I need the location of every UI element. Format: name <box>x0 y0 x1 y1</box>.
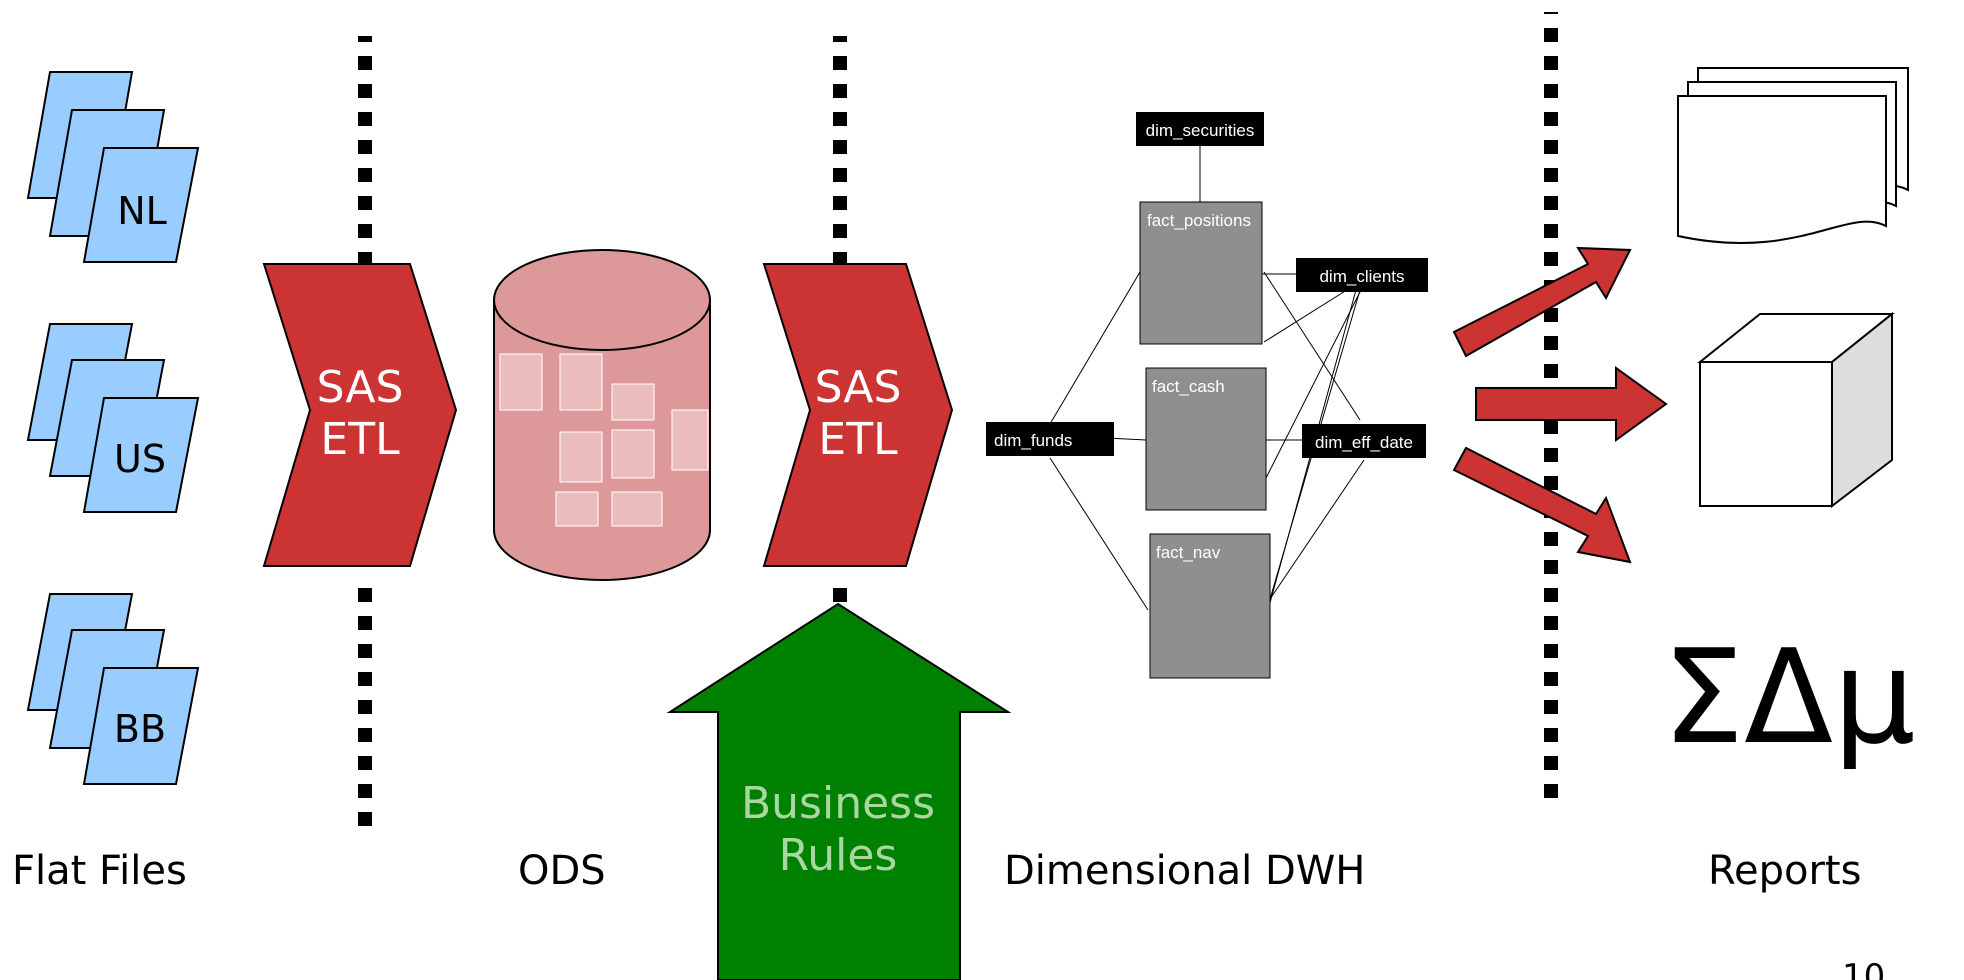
fact-cash: fact_cash <box>1145 367 1267 511</box>
flat-file-stack-nl: NL <box>26 71 200 263</box>
svg-text:dim_securities: dim_securities <box>1146 121 1255 140</box>
etl-chevron-2: SAS ETL <box>762 263 954 567</box>
separator-2 <box>833 36 847 604</box>
dim-securities: dim_securities <box>1136 112 1264 146</box>
etl-1-line1: SAS <box>317 362 404 413</box>
svg-text:dim_funds: dim_funds <box>994 431 1072 450</box>
etl-2-line1: SAS <box>815 362 902 413</box>
report-arrow-up <box>1452 246 1632 358</box>
label-dwh: Dimensional DWH <box>1004 848 1365 894</box>
separator-1 <box>358 36 372 830</box>
olap-cube-icon <box>1697 311 1895 509</box>
business-rules-arrow: Business Rules <box>666 602 1012 980</box>
ods-schema-thumbnail <box>499 353 709 527</box>
label-reports: Reports <box>1708 848 1861 894</box>
flat-file-label-nl: NL <box>117 189 167 233</box>
report-documents-icon <box>1677 67 1909 245</box>
report-arrow-right <box>1475 366 1668 442</box>
flat-file-stack-us: US <box>26 323 200 513</box>
dim-funds: dim_funds <box>986 422 1114 456</box>
ods-cylinder <box>493 249 711 581</box>
svg-text:fact_positions: fact_positions <box>1147 211 1251 230</box>
etl-1-line2: ETL <box>320 414 400 465</box>
dim-clients: dim_clients <box>1296 258 1428 292</box>
svg-text:dim_clients: dim_clients <box>1319 267 1404 286</box>
dim-eff-date: dim_eff_date <box>1302 424 1426 458</box>
svg-text:fact_nav: fact_nav <box>1156 543 1221 562</box>
etl-chevron-1: SAS ETL <box>262 263 458 567</box>
svg-text:dim_eff_date: dim_eff_date <box>1315 433 1413 452</box>
flat-file-stack-bb: BB <box>26 593 200 785</box>
business-rules-line1: Business <box>741 778 935 829</box>
svg-text:fact_cash: fact_cash <box>1152 377 1225 396</box>
label-flat-files: Flat Files <box>12 848 187 894</box>
report-arrow-down <box>1452 446 1632 564</box>
fact-positions: fact_positions <box>1139 201 1263 345</box>
flat-file-label-bb: BB <box>114 707 166 751</box>
fact-nav: fact_nav <box>1149 533 1271 679</box>
page-number: 10 <box>1842 957 1885 980</box>
business-rules-line2: Rules <box>779 830 898 881</box>
label-ods: ODS <box>518 848 606 894</box>
etl-2-line2: ETL <box>818 414 898 465</box>
flat-file-label-us: US <box>114 437 166 481</box>
statistics-symbols: ΣΔμ <box>1662 621 1916 773</box>
